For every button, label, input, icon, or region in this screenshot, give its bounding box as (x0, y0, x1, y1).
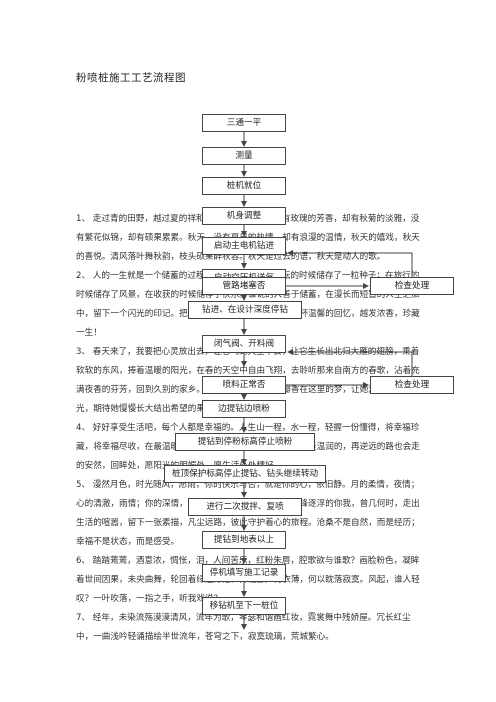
flow-step-start-motor: 启动主电机钻进 (202, 237, 286, 255)
flow-step-lift-above-ground: 提钻到地表以上 (202, 531, 286, 549)
flow-step-move-rig: 移钻机至下一桩位 (202, 597, 286, 615)
page-title: 粉喷桩施工工艺流程图 (76, 72, 186, 84)
flow-step-record: 停机填写施工记录 (202, 564, 286, 582)
flow-decision-spray-normal: 喷料正常否 (202, 376, 286, 394)
flow-decision-pipe-blocked: 管路堵塞否 (202, 277, 286, 295)
flow-step-rig-adjustment: 机身调整 (202, 207, 286, 225)
flow-step-stop-lifting: 桩顶保护标高停止提钻、钻头继续转动 (164, 465, 326, 483)
connector (287, 349, 413, 376)
flow-step-survey: 测量 (202, 147, 286, 165)
flow-step-rig-positioning: 桩机就位 (202, 177, 286, 195)
paragraph: 7、 经年，未染流殇漠漠清风，流年为歌，琴瑟和谐画红妆，霓裳舞中残娇屋。冗长红尘… (76, 613, 411, 642)
flow-check-handle-1: 检查处理 (370, 277, 454, 295)
flow-step-secondary-mixing: 进行二次搅拌、复喷 (188, 498, 302, 516)
flow-step-site-preparation: 三通一平 (202, 114, 286, 132)
connector (287, 250, 413, 277)
flow-check-handle-2: 检查处理 (370, 376, 454, 394)
flow-step-lift-and-spray: 边提钻边喷粉 (202, 400, 286, 418)
flow-step-stop-spray: 提钻到停粉标高停止喷粉 (175, 433, 315, 451)
flow-step-drill-to-depth: 钻进、在设计深度停钻 (188, 301, 302, 319)
flow-step-valves: 闭气阀、开料阀 (202, 335, 286, 353)
